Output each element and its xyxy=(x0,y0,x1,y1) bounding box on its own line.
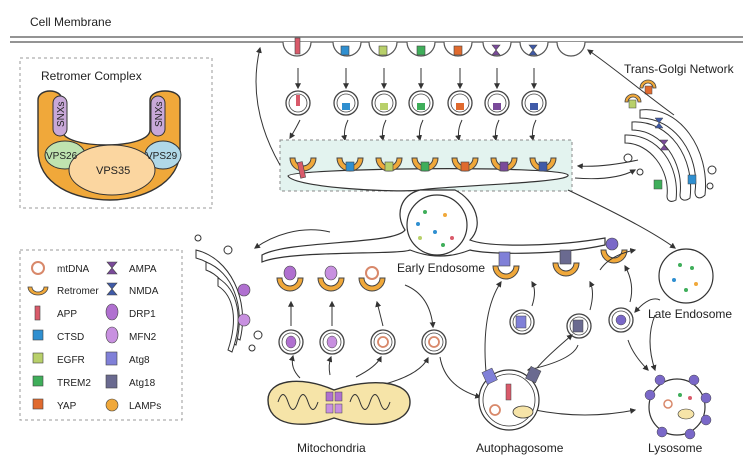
legend-egfr: EGFR xyxy=(57,355,85,366)
trans-golgi-network xyxy=(623,109,717,202)
late-endosome-label: Late Endosome xyxy=(648,307,732,321)
legend-mtdna: mtDNA xyxy=(57,264,90,275)
snx-left-label: SNXs xyxy=(56,101,67,127)
vps29-label: VPS29 xyxy=(146,151,178,162)
endocytic-vesicles xyxy=(285,90,547,116)
ampa-receptor xyxy=(491,44,501,56)
early-endosome-label: Early Endosome xyxy=(397,261,485,275)
mitochondria-label: Mitochondria xyxy=(297,441,366,455)
legend-drp1: DRP1 xyxy=(129,309,156,320)
vps35-label: VPS35 xyxy=(96,165,130,177)
yap-receptor xyxy=(453,45,463,56)
mito-cargo-row xyxy=(276,265,447,355)
autophagosome-label: Autophagosome xyxy=(476,441,564,455)
legend-yap: YAP xyxy=(57,401,77,412)
app-receptor xyxy=(294,37,301,55)
retromer-complex-box xyxy=(19,57,213,209)
trem2-receptor xyxy=(416,45,426,56)
lysosome xyxy=(644,374,712,440)
trafficking-arrows xyxy=(254,46,676,249)
retromer-cargo-row xyxy=(289,157,557,179)
cell-membrane-label: Cell Membrane xyxy=(30,15,112,29)
autophagosome xyxy=(478,366,542,431)
legend-app: APP xyxy=(57,309,77,320)
golgi-cargo xyxy=(624,79,697,190)
trans-golgi-label: Trans-Golgi Network xyxy=(624,62,735,76)
snx-right-label: SNXs xyxy=(154,101,165,127)
legend-nmda: NMDA xyxy=(129,286,159,297)
legend-retromer: Retromer xyxy=(57,286,99,297)
early-endosome xyxy=(261,189,606,263)
legend-lamps: LAMPs xyxy=(129,401,161,412)
autophagy-cargo-row xyxy=(492,237,634,339)
ctsd-receptor xyxy=(340,45,350,56)
endocytosis-arrows xyxy=(289,68,537,142)
late-endosome xyxy=(658,248,714,304)
retromer-complex-graphic xyxy=(37,90,182,201)
legend-trem2: TREM2 xyxy=(57,378,91,389)
legend-ctsd: CTSD xyxy=(57,332,84,343)
cell-membrane xyxy=(10,36,743,57)
mitochondria xyxy=(267,380,411,425)
egfr-receptor xyxy=(378,45,388,56)
lysosome-label: Lysosome xyxy=(648,441,703,455)
legend-atg18: Atg18 xyxy=(129,378,156,389)
nmda-receptor xyxy=(528,44,538,56)
legend-icons xyxy=(27,261,119,412)
legend-ampa: AMPA xyxy=(129,264,157,275)
legend-mfn2: MFN2 xyxy=(129,332,157,343)
retromer-box-title: Retromer Complex xyxy=(41,69,142,83)
vps26-label: VPS26 xyxy=(46,151,78,162)
legend-atg8: Atg8 xyxy=(129,355,150,366)
golgi-stack-left xyxy=(194,234,263,353)
legend-box xyxy=(19,249,183,421)
